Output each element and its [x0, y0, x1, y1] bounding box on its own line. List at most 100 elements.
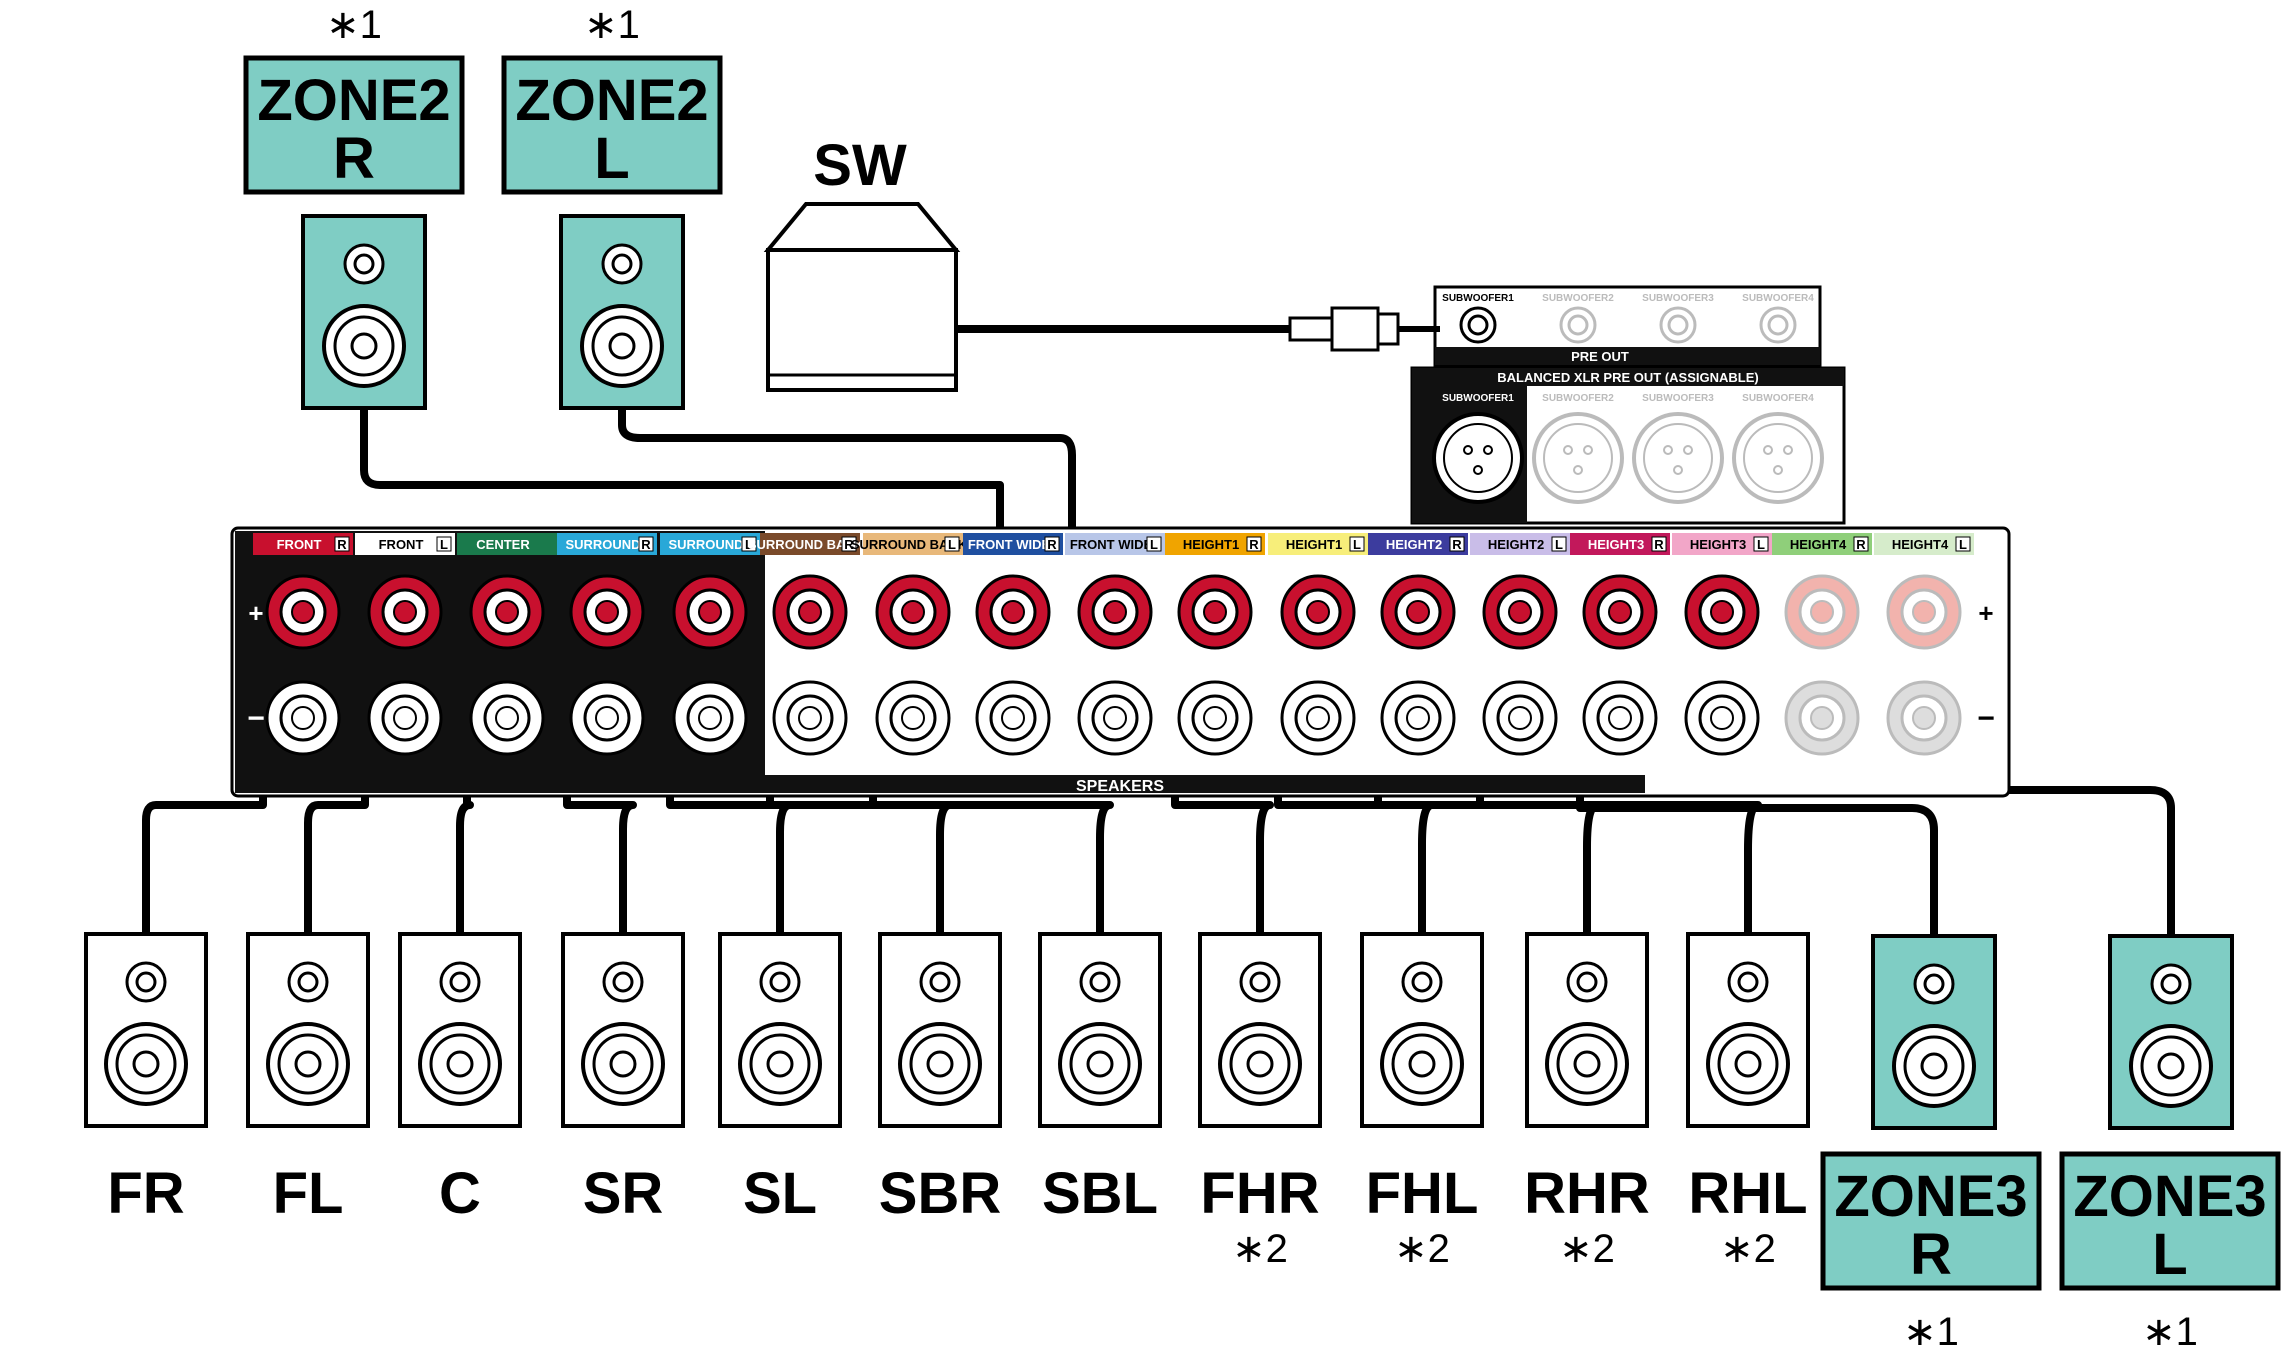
terminal-3: CENTER — [457, 533, 557, 756]
terminal-label-11: HEIGHT1 — [1286, 537, 1342, 552]
cable-speaker-7 — [869, 696, 1114, 938]
cable-speaker-4 — [563, 696, 637, 938]
terminal-label-12: HEIGHT2 — [1386, 537, 1442, 552]
speaker-label-fhr: FHR — [1200, 1161, 1319, 1226]
speakers-label: SPEAKERS — [1076, 778, 1164, 795]
speaker-label-sr: SR — [583, 1161, 664, 1226]
speaker-sl — [718, 932, 842, 1128]
zone3-l-speaker — [2108, 934, 2234, 1130]
xlr-out-title: BALANCED XLR PRE OUT (ASSIGNABLE) — [1497, 370, 1758, 385]
speaker-label-sl: SL — [743, 1161, 817, 1226]
subwoofer: SW — [763, 133, 961, 392]
speaker-sbl — [1038, 932, 1162, 1128]
zone2-r-box — [243, 55, 465, 195]
zone2-l-title: ZONE2 — [515, 68, 708, 133]
zone3-l-box — [2059, 1151, 2281, 1291]
terminal-side-15: L — [1757, 537, 1765, 552]
terminal-label-17: HEIGHT4 — [1892, 537, 1949, 552]
zone2-r-note: ∗1 — [326, 3, 382, 47]
terminal-label-9: FRONT WIDE — [1070, 537, 1153, 552]
terminal-side-7: L — [948, 537, 956, 552]
pre-out-port-label-2: SUBWOOFER2 — [1542, 293, 1614, 304]
minus-marker-left: − — [247, 702, 265, 735]
terminal-label-3: CENTER — [476, 537, 530, 552]
speaker-sbr — [878, 932, 1002, 1128]
rca-plug — [1288, 306, 1440, 352]
speaker-c — [398, 932, 522, 1128]
terminal-label-14: HEIGHT3 — [1588, 537, 1644, 552]
terminal-14: HEIGHT3 R — [1570, 533, 1670, 756]
pre-out-panel: PRE OUT SUBWOOFER1 SUBWOOFER2 SUBWOOFER3 SU… — [1433, 285, 1822, 367]
pre-out-port-label-4: SUBWOOFER4 — [1742, 293, 1814, 304]
zone2-l-note: ∗1 — [584, 3, 640, 47]
speaker-rhr — [1525, 932, 1649, 1128]
cable-zone3-l — [1676, 696, 2175, 940]
terminal-side-16: R — [1856, 537, 1866, 552]
speaker-label-fhl: FHL — [1366, 1161, 1479, 1226]
pre-out-port-1: SUBWOOFER1 — [1442, 293, 1514, 344]
zone3-l-side: L — [2152, 1222, 2187, 1287]
speaker-label-c: C — [439, 1161, 481, 1226]
plus-marker-left: + — [248, 598, 263, 628]
terminal-side-13: L — [1555, 537, 1563, 552]
speaker-label-sbl: SBL — [1042, 1161, 1158, 1226]
terminal-side-12: R — [1452, 537, 1462, 552]
pre-out-port-3: SUBWOOFER3 — [1642, 293, 1714, 344]
zone3-l-note: ∗1 — [2142, 1310, 2198, 1354]
terminal-label-10: HEIGHT1 — [1183, 537, 1239, 552]
cable-speaker-2 — [304, 696, 369, 938]
terminal-10: HEIGHT1 R — [1165, 533, 1265, 756]
terminal-side-10: R — [1249, 537, 1259, 552]
cable-zone2-r — [360, 404, 1005, 654]
speaker-label-rhl: RHL — [1688, 1161, 1807, 1226]
zone3-r-side: R — [1910, 1222, 1952, 1287]
terminal-side-6: R — [844, 537, 854, 552]
cable-layer — [142, 325, 2175, 940]
zone3-r-title: ZONE3 — [1834, 1164, 2027, 1229]
speaker-note-rhl: ∗2 — [1720, 1227, 1776, 1271]
xlr-port-label-1: SUBWOOFER1 — [1442, 393, 1514, 404]
zone3-r-note: ∗1 — [1903, 1310, 1959, 1354]
speaker-label-sbr: SBR — [879, 1161, 1001, 1226]
xlr-out-panel: BALANCED XLR PRE OUT (ASSIGNABLE) SUBWOO… — [1410, 366, 1846, 525]
pre-out-title: PRE OUT — [1571, 349, 1629, 364]
terminal-label-15: HEIGHT3 — [1690, 537, 1746, 552]
pre-out-port-label-3: SUBWOOFER3 — [1642, 293, 1714, 304]
speaker-fl — [246, 932, 370, 1128]
terminal-label-6: SURROUND BACK — [748, 537, 865, 552]
terminal-side-8: R — [1047, 537, 1057, 552]
cable-zone3-r — [1576, 696, 1938, 940]
terminal-side-14: R — [1654, 537, 1664, 552]
zone3-l-title: ZONE3 — [2073, 1164, 2266, 1229]
xlr-port-2: SUBWOOFER2 — [1532, 393, 1624, 504]
xlr-port-label-2: SUBWOOFER2 — [1542, 393, 1614, 404]
xlr-port-4: SUBWOOFER4 — [1732, 393, 1824, 504]
cable-zone2-l — [618, 404, 1076, 654]
xlr-port-label-4: SUBWOOFER4 — [1742, 393, 1814, 404]
cable-speaker-3 — [456, 696, 474, 938]
speaker-rhl — [1686, 932, 1810, 1128]
terminal-side-11: L — [1353, 537, 1361, 552]
terminal-label-4: SURROUND — [565, 537, 640, 552]
terminal-side-9: L — [1150, 537, 1158, 552]
speaker-label-rhr: RHR — [1524, 1161, 1650, 1226]
xlr-port-1: SUBWOOFER1 — [1432, 393, 1524, 504]
speaker-fhl — [1360, 932, 1484, 1128]
terminal-label-5: SURROUND — [668, 537, 743, 552]
xlr-port-label-3: SUBWOOFER3 — [1642, 393, 1714, 404]
terminal-11: HEIGHT1 L — [1268, 533, 1368, 756]
subwoofer-label: SW — [813, 133, 907, 198]
terminal-side-2: L — [440, 537, 448, 552]
